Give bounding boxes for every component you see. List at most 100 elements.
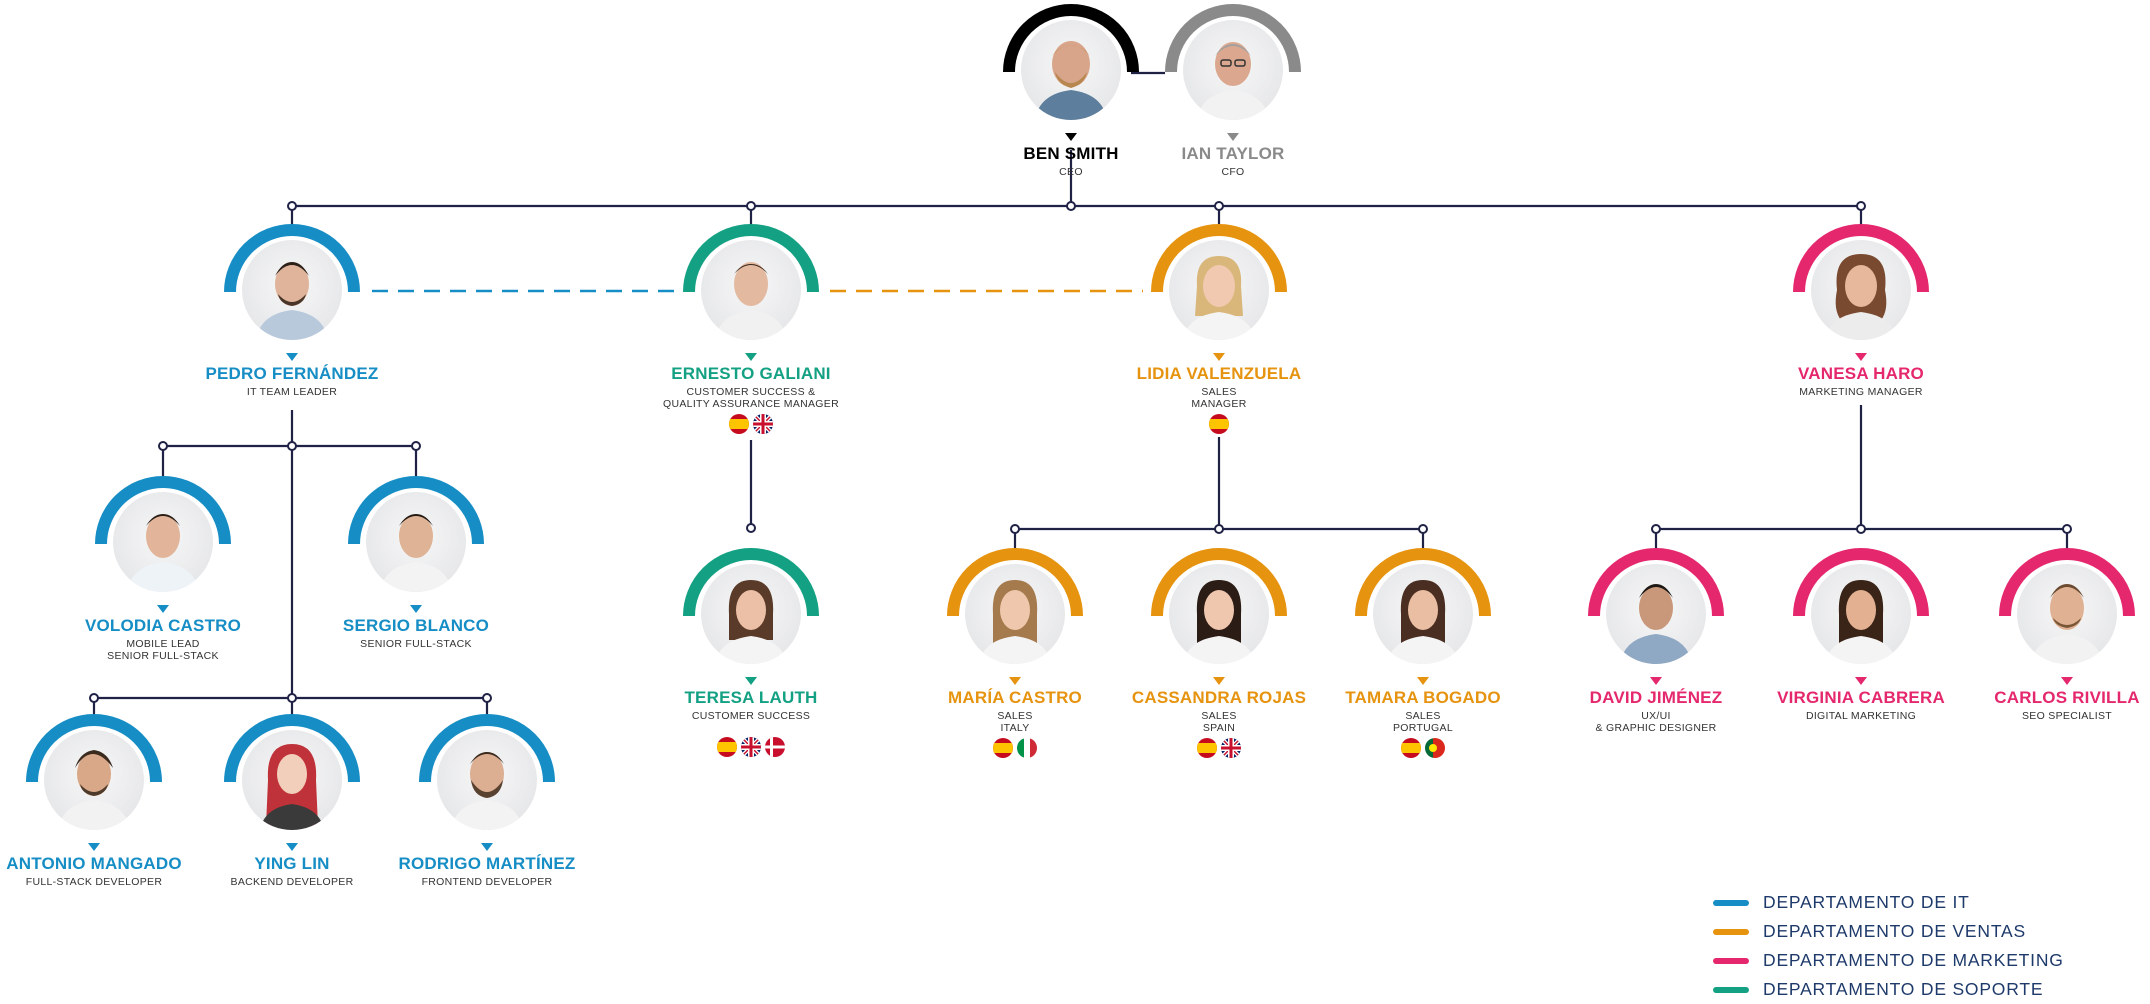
person-name: CARLOS RIVILLA: [1994, 688, 2140, 707]
person-name: ANTONIO MANGADO: [6, 854, 182, 873]
person-name: IAN TAYLOR: [1181, 144, 1285, 163]
ventas-ring: [1151, 548, 1287, 616]
vanesa-haro-photo: [1811, 240, 1911, 340]
volodia-castro-photo: [113, 492, 213, 592]
marketing-marker-triangle: [1855, 677, 1867, 685]
role-line-2: SENIOR FULL-STACK: [107, 650, 219, 662]
it-marker-triangle: [286, 353, 298, 361]
ying-lin-photo: [242, 730, 342, 830]
person-role: FRONTEND DEVELOPER: [421, 876, 553, 888]
person-role: MARKETING MANAGER: [1799, 386, 1923, 398]
david-jimenez-photo: [1606, 564, 1706, 664]
cfo-marker-triangle: [1227, 133, 1239, 141]
person-name: MARÍA CASTRO: [948, 688, 1082, 707]
pedro-fernandez-photo: [242, 240, 342, 340]
it-ring: [95, 476, 231, 544]
uk-flag-icon: [741, 737, 761, 757]
role-line-1: SALES: [1201, 710, 1237, 722]
person-name: SERGIO BLANCO: [342, 616, 490, 635]
it-marker-triangle: [410, 605, 422, 613]
person-name: RODRIGO MARTÍNEZ: [398, 854, 576, 873]
marketing-ring: [1793, 224, 1929, 292]
role-line-1: SALES: [1405, 710, 1441, 722]
language-flags: [671, 737, 831, 757]
virginia-cabrera-photo: [1811, 564, 1911, 664]
spain-flag-icon: [729, 414, 749, 434]
role-line-1: CUSTOMER SUCCESS &: [686, 386, 816, 398]
role-line-2: ITALY: [1000, 722, 1030, 734]
person-role: UX/UI& GRAPHIC DESIGNER: [1496, 710, 1816, 734]
ventas-ring: [1151, 224, 1287, 292]
antonio-mangado-photo: [44, 730, 144, 830]
soporte-marker-triangle: [745, 353, 757, 361]
person-name: VIRGINIA CABRERA: [1777, 688, 1945, 707]
marketing-marker-triangle: [2061, 677, 2073, 685]
it-marker-triangle: [157, 605, 169, 613]
it-ring: [419, 714, 555, 782]
rodrigo-martinez-photo: [437, 730, 537, 830]
ceo-ring: [1003, 4, 1139, 72]
person-name: TERESA LAUTH: [684, 688, 818, 707]
marketing-ring: [1999, 548, 2135, 616]
teresa-lauth-photo: [701, 564, 801, 664]
ceo-marker-triangle: [1065, 133, 1077, 141]
ventas-marker-triangle: [1213, 677, 1225, 685]
spain-flag-icon: [993, 738, 1013, 758]
person-name: CASSANDRA ROJAS: [1131, 688, 1307, 707]
person-role: BACKEND DEVELOPER: [230, 876, 354, 888]
language-flags: [1139, 738, 1299, 758]
person-name: ERNESTO GALIANI: [671, 364, 831, 383]
person-role: CUSTOMER SUCCESS: [691, 710, 811, 722]
legend-swatch: [1713, 986, 1749, 993]
person-name: VOLODIA CASTRO: [84, 616, 242, 635]
ventas-ring: [947, 548, 1083, 616]
legend-label: DEPARTAMENTO DE IT: [1763, 892, 1970, 912]
ben-smith-photo: [1021, 20, 1121, 120]
person-role: CEO: [1059, 166, 1083, 178]
person-name: PEDRO FERNÁNDEZ: [205, 364, 379, 383]
legend-swatch: [1713, 899, 1749, 906]
person-name: DAVID JIMÉNEZ: [1589, 688, 1723, 707]
ventas-marker-triangle: [1009, 677, 1021, 685]
maria-castro-photo: [965, 564, 1065, 664]
cfo-ring: [1165, 4, 1301, 72]
person-name: BEN SMITH: [1023, 144, 1119, 163]
person-role: SEO SPECIALIST: [2022, 710, 2112, 722]
marketing-ring: [1588, 548, 1724, 616]
cassandra-rojas-photo: [1169, 564, 1269, 664]
person-name: VANESA HARO: [1798, 364, 1924, 383]
person-role: IT TEAM LEADER: [246, 386, 338, 398]
spain-flag-icon: [1401, 738, 1421, 758]
person-role: DIGITAL MARKETING: [1805, 710, 1917, 722]
it-marker-triangle: [286, 843, 298, 851]
spain-flag-icon: [1197, 738, 1217, 758]
person-role: CFO: [1221, 166, 1245, 178]
legend-swatch: [1713, 928, 1749, 935]
legend-label: DEPARTAMENTO DE SOPORTE: [1763, 979, 2044, 999]
language-flags: [1139, 414, 1299, 434]
uk-flag-icon: [1221, 738, 1241, 758]
legend-item-soporte: DEPARTAMENTO DE SOPORTE: [1713, 975, 2064, 1004]
role-line-2: MANAGER: [1191, 398, 1247, 410]
ernesto-galiani-photo: [701, 240, 801, 340]
ventas-marker-triangle: [1417, 677, 1429, 685]
legend-item-ventas: DEPARTAMENTO DE VENTAS: [1713, 917, 2064, 946]
tamara-bogado-photo: [1373, 564, 1473, 664]
language-flags: [1343, 738, 1503, 758]
spain-flag-icon: [717, 737, 737, 757]
person-role: FULL-STACK DEVELOPER: [25, 876, 163, 888]
marketing-marker-triangle: [1650, 677, 1662, 685]
legend-swatch: [1713, 957, 1749, 964]
legend-item-it: DEPARTAMENTO DE IT: [1713, 888, 2064, 917]
lidia-valenzuela-photo: [1169, 240, 1269, 340]
it-marker-triangle: [88, 843, 100, 851]
soporte-ring: [683, 548, 819, 616]
person-name: YING LIN: [254, 854, 330, 873]
department-legend: DEPARTAMENTO DE IT DEPARTAMENTO DE VENTA…: [1713, 888, 2064, 1004]
person-name: LIDIA VALENZUELA: [1136, 364, 1302, 383]
